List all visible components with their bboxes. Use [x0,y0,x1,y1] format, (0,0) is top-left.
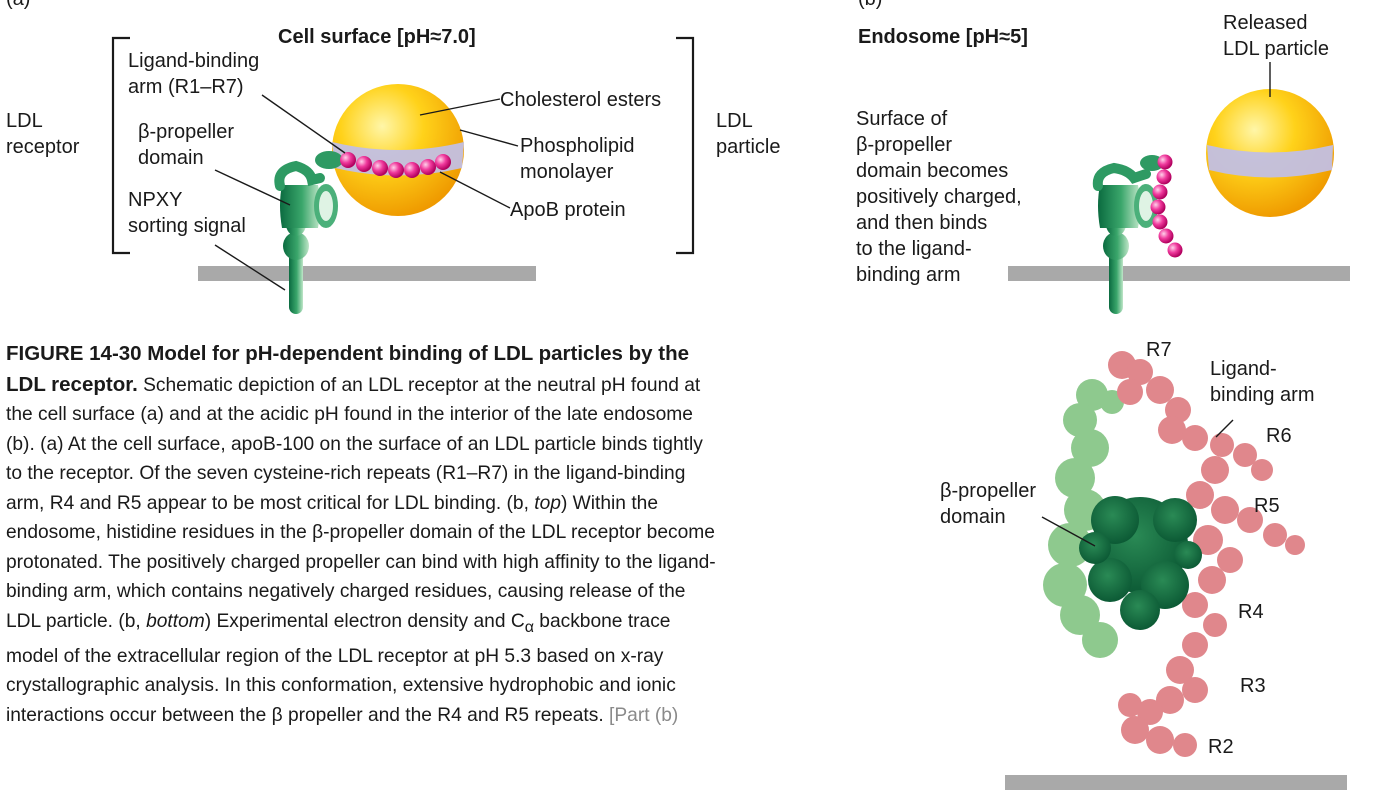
membrane-b [1008,266,1350,281]
propeller-label: β-propeller domain [138,121,234,169]
caption-body-4: backbone trace model of the extracellula… [6,610,676,726]
caption-alpha-sub: α [524,618,534,636]
panel-b-title: Endosome [pH≈5] [858,26,1028,48]
surface-note: Surface of β-propeller domain becomes po… [856,108,1022,286]
ldl-receptor-a [274,151,343,314]
panel-a-letter: (a) [6,0,30,12]
panel-b-top-diagram [1008,62,1350,314]
receptor-structure-model [1005,351,1347,790]
caption-title: Model for pH-dependent binding of LDL pa… [6,342,690,396]
phospholipid-label: Phospholipid monolayer [520,135,635,183]
caption-body-1: Schematic depiction of an LDL receptor a… [6,374,703,514]
panel-a-title: Cell surface [pH≈7.0] [278,26,476,48]
caption-figure-label: FIGURE 14-30 [6,342,142,365]
caption-body-2: ) Within the endosome, histidine residue… [6,492,716,632]
right-bracket [676,36,695,255]
propeller-dark-surface [1079,496,1202,630]
ldl-receptor-b [1092,155,1164,314]
repeat-r5: R5 [1254,495,1280,517]
ligand-arm-surface [1108,351,1305,757]
membrane-structure [1005,775,1347,790]
ligand-arm-label-b: Ligand- binding arm [1210,358,1315,406]
propeller-leader-b [1041,516,1096,547]
ligand-arm-leader-b [1215,419,1234,438]
repeat-r3: R3 [1240,675,1266,697]
released-ldl-particle [1206,89,1334,217]
panel-b-letter: (b) [858,0,882,12]
membrane-a [198,266,536,281]
released-ldl-label: Released LDL particle [1223,12,1329,60]
ldl-receptor-label: LDL receptor [6,110,80,158]
caption-credit: [Part (b) [603,704,679,726]
caption-body-3: ) Experimental electron density and C [204,610,525,632]
repeat-r4: R4 [1238,601,1264,623]
caption-top-italic: top [534,492,561,514]
ldl-particle-label: LDL particle [716,110,781,158]
repeat-r2: R2 [1208,736,1234,758]
ligand-arm-beads-b [1150,154,1183,258]
npxy-label: NPXY sorting signal [128,189,246,237]
ligand-arm-label: Ligand-binding arm (R1–R7) [128,50,260,98]
repeat-r7: R7 [1146,339,1172,361]
caption-bottom-italic: bottom [146,610,205,632]
apob-label: ApoB protein [510,199,626,221]
ligand-arm-beads-a [340,152,451,178]
propeller-light-surface [1043,379,1124,658]
leader-lines-a [214,94,519,291]
panel-a-diagram [111,36,695,314]
repeat-r6: R6 [1266,425,1292,447]
figure-caption: FIGURE 14-30 Model for pH-dependent bind… [6,339,718,730]
left-bracket [111,36,130,255]
propeller-label-b: β-propeller domain [940,480,1036,528]
ldl-particle-a [332,84,464,216]
cholesterol-label: Cholesterol esters [500,89,662,111]
